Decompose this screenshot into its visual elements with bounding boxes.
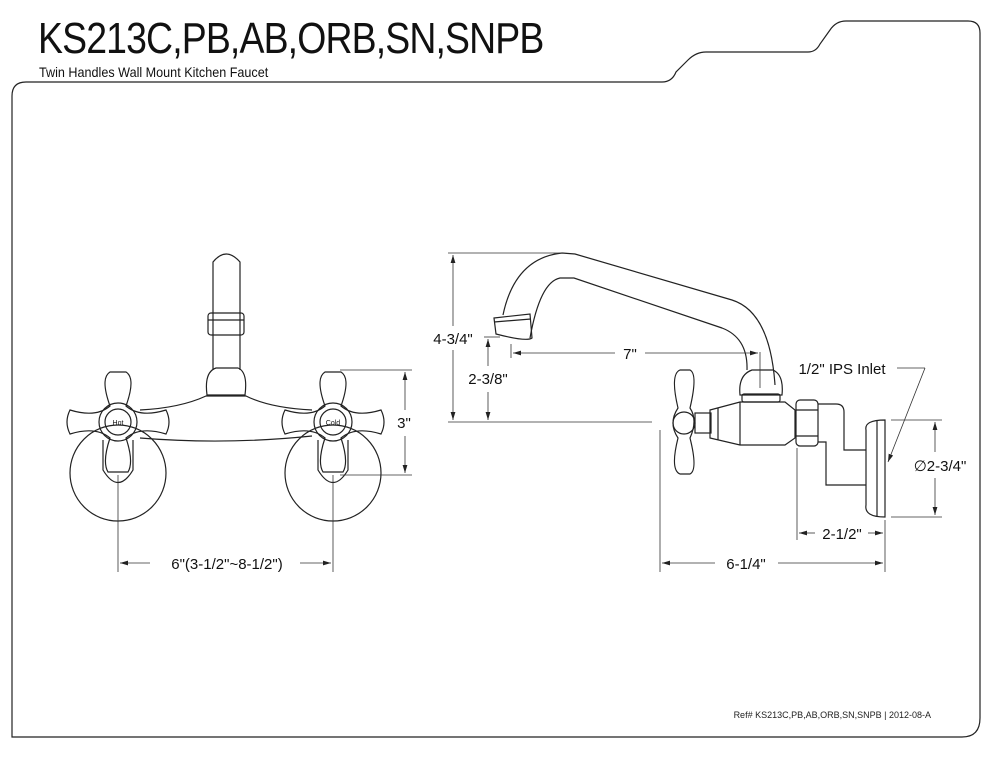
drawing-frame — [11, 20, 981, 738]
cold-handle — [281, 371, 385, 473]
dim-height-label: 3" — [397, 415, 411, 432]
hot-label: Hot — [113, 420, 124, 427]
dim-total-height-label: 4-3/4" — [433, 331, 473, 348]
dimension-spout-reach — [510, 344, 761, 388]
page-title: KS213C,PB,AB,ORB,SN,SNPB — [38, 14, 544, 63]
dim-spread-label: 6"(3-1/2"~8-1/2") — [171, 556, 282, 573]
page-subtitle: Twin Handles Wall Mount Kitchen Faucet — [39, 64, 269, 80]
dimension-total-depth — [659, 430, 883, 572]
cold-label: Cold — [326, 420, 341, 427]
dim-spout-height-label: 2-3/8" — [468, 371, 508, 388]
reference-number: Ref# KS213C,PB,AB,ORB,SN,SNPB | 2012-08-… — [733, 710, 931, 720]
dim-spout-reach-label: 7" — [623, 346, 637, 363]
front-view-faucet — [66, 253, 385, 522]
hot-handle — [66, 371, 170, 473]
dimension-spout-height — [484, 336, 500, 420]
dim-flange-diameter-label: ∅2-3/4" — [914, 458, 967, 475]
dim-total-depth-label: 6-1/4" — [726, 556, 766, 573]
side-view-faucet — [493, 252, 886, 518]
dimension-spread — [117, 475, 334, 572]
dim-inlet-depth-label: 2-1/2" — [822, 526, 862, 543]
dimension-3-in — [340, 369, 412, 476]
dimension-total-height — [448, 252, 652, 423]
inlet-label: 1/2" IPS Inlet — [798, 361, 886, 378]
inlet-leader — [887, 367, 926, 463]
dimension-inlet-depth — [796, 448, 886, 572]
dimension-flange-diameter — [891, 419, 942, 518]
